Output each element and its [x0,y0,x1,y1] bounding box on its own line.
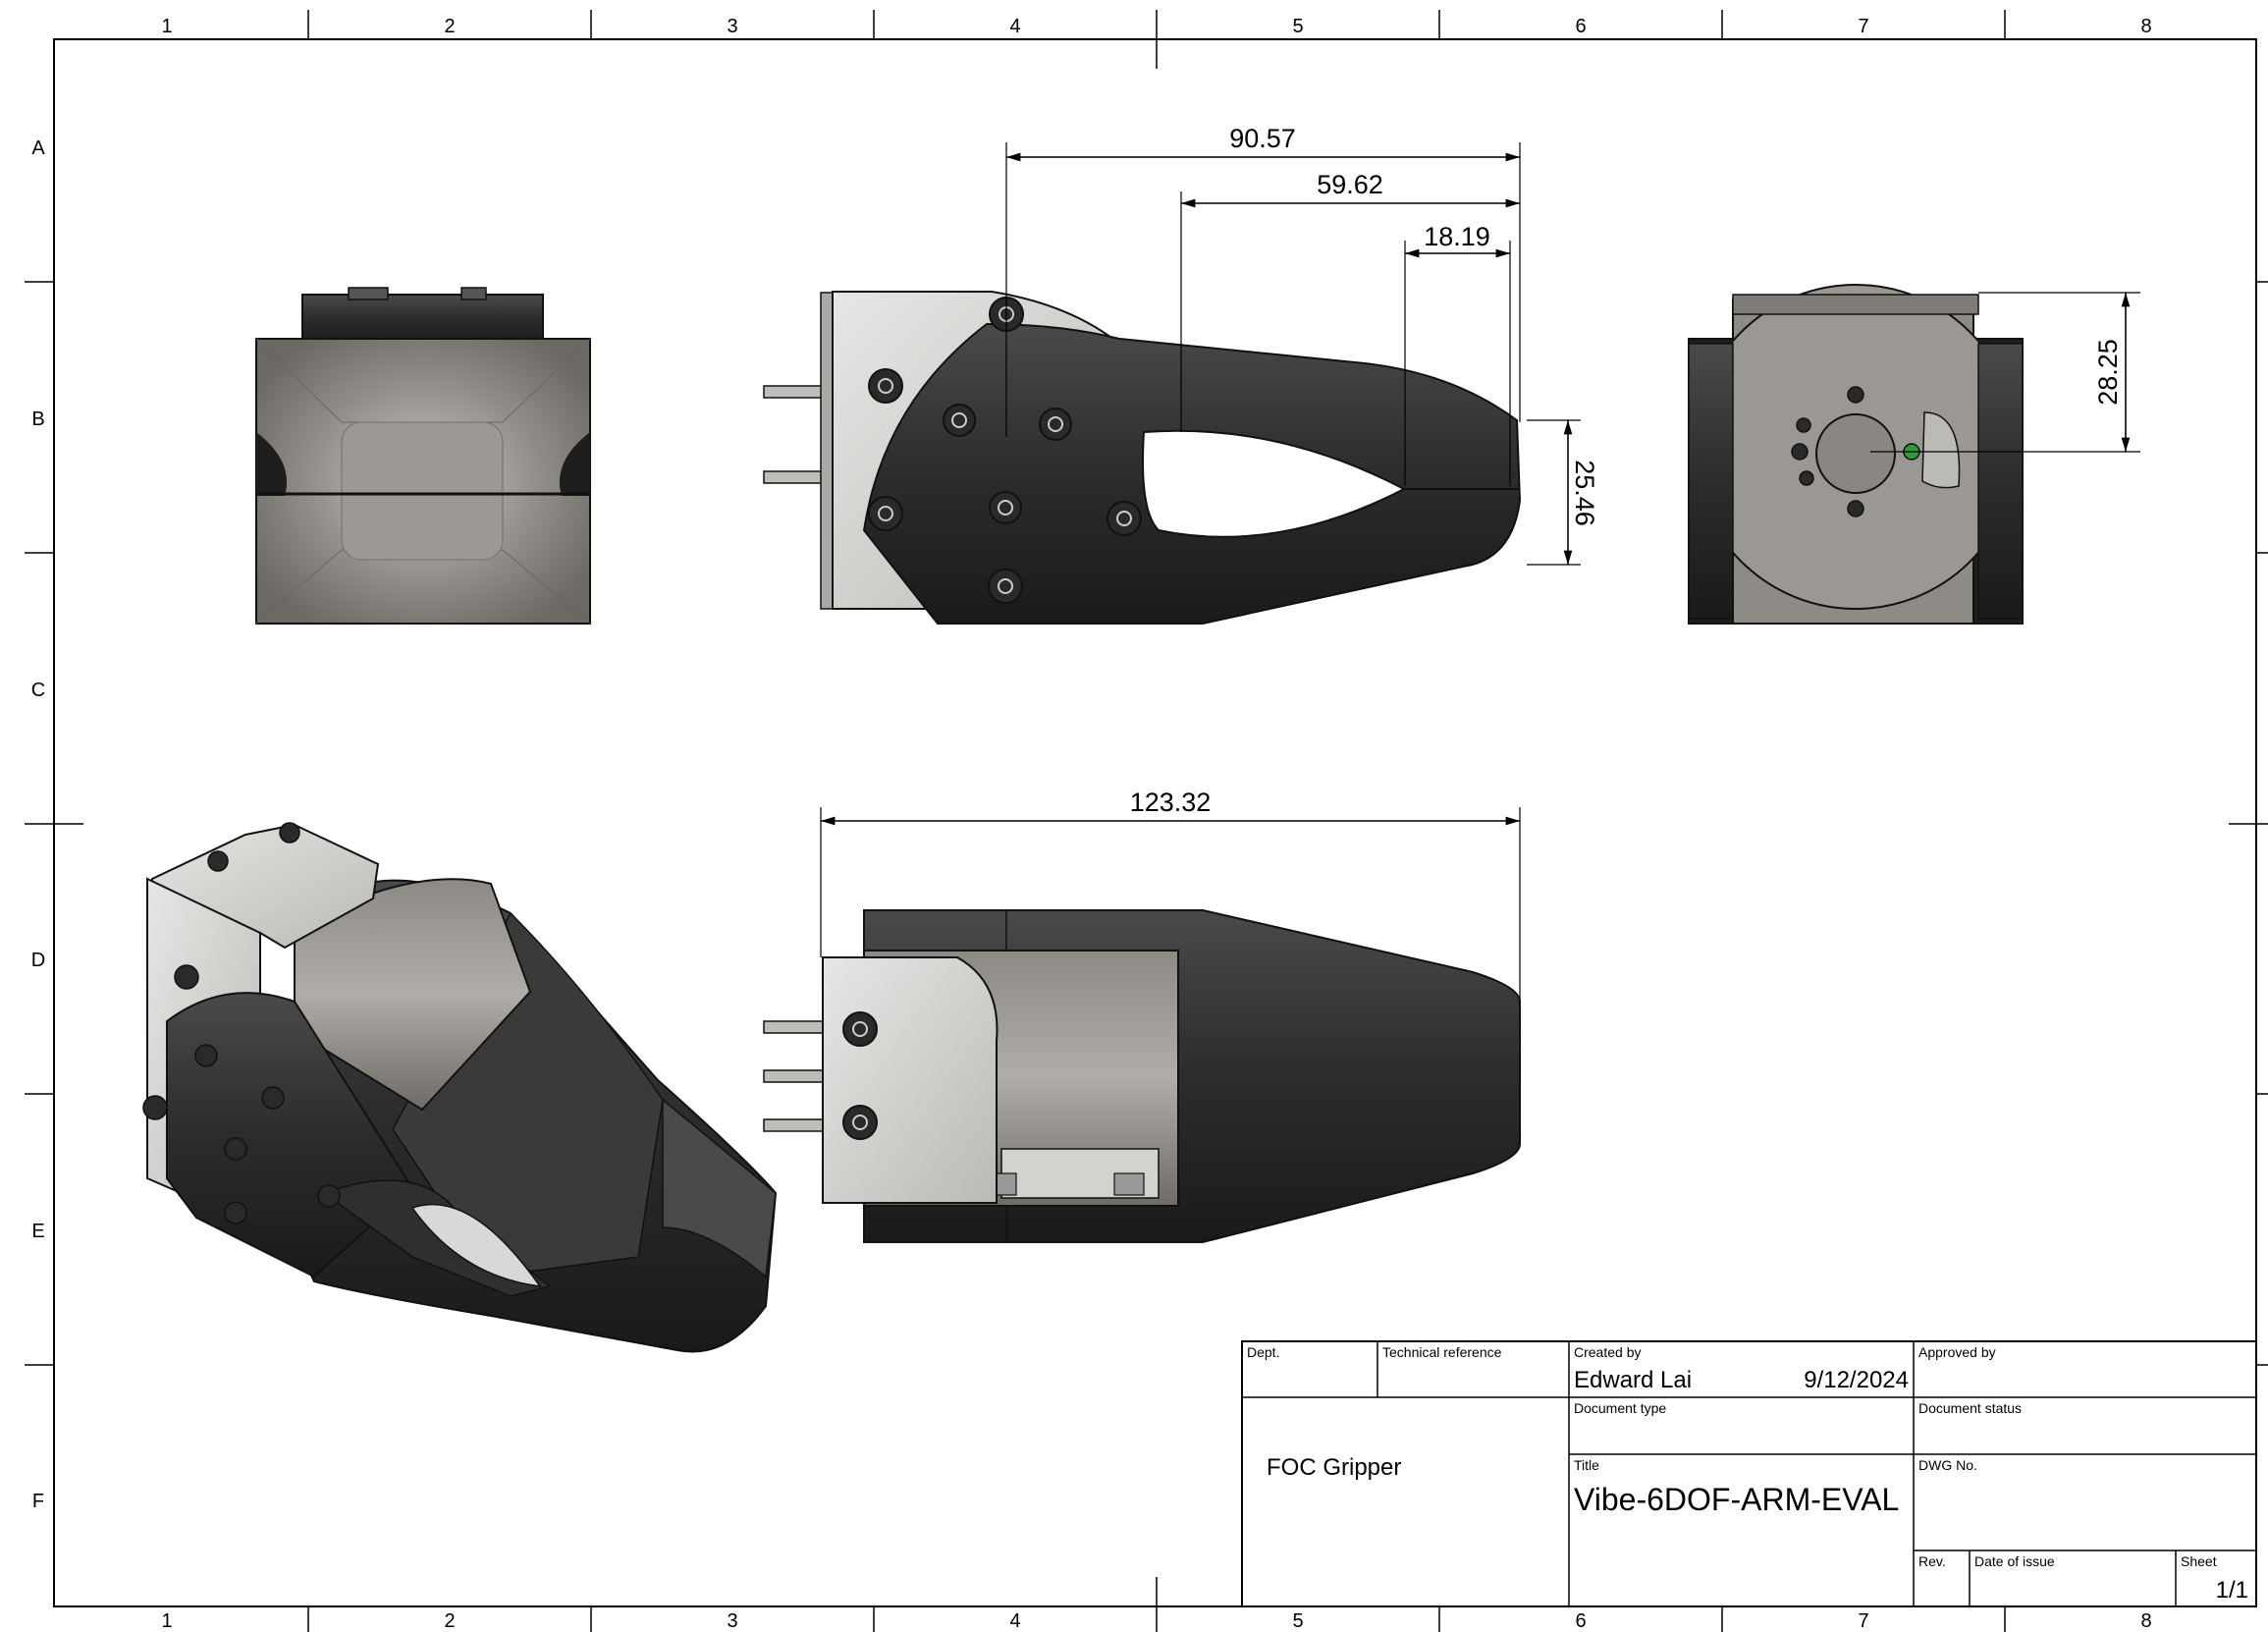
column-labels-bottom: 1 2 3 4 5 6 7 8 [161,1610,2151,1632]
col-label: 2 [444,16,455,37]
dimension-label: 59.62 [1317,170,1383,199]
technical-reference-label: Technical reference [1382,1344,1502,1360]
row-label: C [31,680,45,701]
created-date: 9/12/2024 [1804,1367,1909,1393]
row-label: F [32,1491,44,1512]
col-label: 2 [444,1610,455,1632]
col-label: 4 [1009,1610,1020,1632]
dimension-59-62: 59.62 [1180,170,1520,432]
col-label: 4 [1009,16,1020,37]
dwg-no-label: DWG No. [1918,1457,1977,1473]
dimension-28-25: 28.25 [1870,292,2140,453]
created-by-label: Created by [1574,1344,1641,1360]
sheet-label: Sheet [2181,1553,2217,1569]
side-view [763,291,1522,625]
col-label: 1 [161,1610,172,1632]
document-type-label: Document type [1574,1400,1666,1416]
row-label: D [31,950,45,971]
col-label: 3 [727,16,737,37]
col-label: 8 [2140,16,2151,37]
dimension-label: 90.57 [1229,124,1296,153]
document-status-label: Document status [1918,1400,2022,1416]
col-label: 3 [727,1610,737,1632]
col-label: 7 [1858,16,1868,37]
created-by-name: Edward Lai [1574,1367,1692,1393]
dimension-label: 25.46 [1570,460,1599,526]
col-label: 1 [161,16,172,37]
dimension-25-46: 25.46 [1527,419,1599,566]
drawing-frame [25,10,2268,1632]
rev-label: Rev. [1918,1553,1946,1569]
dimension-90-57: 90.57 [1005,124,1521,437]
date-of-issue-label: Date of issue [1974,1553,2055,1569]
title-label: Title [1574,1457,1599,1473]
column-labels-top: 1 2 3 4 5 6 7 8 [161,16,2151,37]
dimension-label: 18.19 [1424,222,1490,251]
col-label: 6 [1575,1610,1586,1632]
end-view [1688,284,2024,625]
drawing-title: Vibe-6DOF-ARM-EVAL [1574,1482,1899,1517]
col-label: 6 [1575,16,1586,37]
col-label: 8 [2140,1610,2151,1632]
col-label: 5 [1292,1610,1303,1632]
dimension-18-19: 18.19 [1404,222,1511,486]
row-label: B [31,408,44,430]
col-label: 5 [1292,16,1303,37]
dept-label: Dept. [1247,1344,1279,1360]
isometric-view [142,822,778,1353]
row-labels: A B C D E F [31,137,46,1512]
row-label: A [31,137,45,159]
sheet-value: 1/1 [2216,1577,2248,1604]
dept-value: FOC Gripper [1267,1454,1401,1481]
dimension-label: 28.25 [2093,339,2123,406]
front-view [255,287,591,625]
approved-by-label: Approved by [1918,1344,1996,1360]
dimension-123-32: 123.32 [820,788,1521,1002]
top-view [763,909,1521,1243]
dimension-label: 123.32 [1130,788,1212,817]
col-label: 7 [1858,1610,1868,1632]
row-label: E [31,1221,44,1242]
title-block: Dept. Technical reference Created by Edw… [1241,1340,2257,1607]
